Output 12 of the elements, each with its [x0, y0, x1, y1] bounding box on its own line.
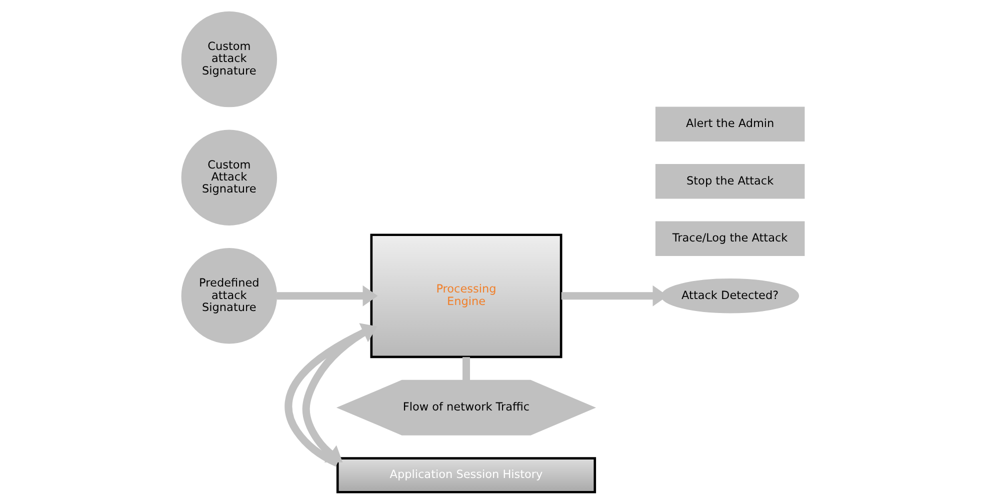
node-circle: Custom Attack Signature: [181, 130, 278, 226]
node-box: Application Session History: [336, 457, 596, 494]
node-circle: Predefined attack Signature: [181, 248, 278, 344]
connector: [462, 357, 470, 380]
node-box: Alert the Admin: [655, 106, 805, 142]
node-ellipse: Attack Detected?: [661, 278, 800, 314]
arrow: [284, 323, 378, 467]
node-box: Processing Engine: [370, 234, 562, 358]
node-box: Trace/Log the Attack: [655, 221, 805, 256]
node-circle: Custom attack Signature: [181, 11, 278, 108]
arrow: [276, 285, 378, 306]
node-box: Stop the Attack: [655, 164, 805, 199]
